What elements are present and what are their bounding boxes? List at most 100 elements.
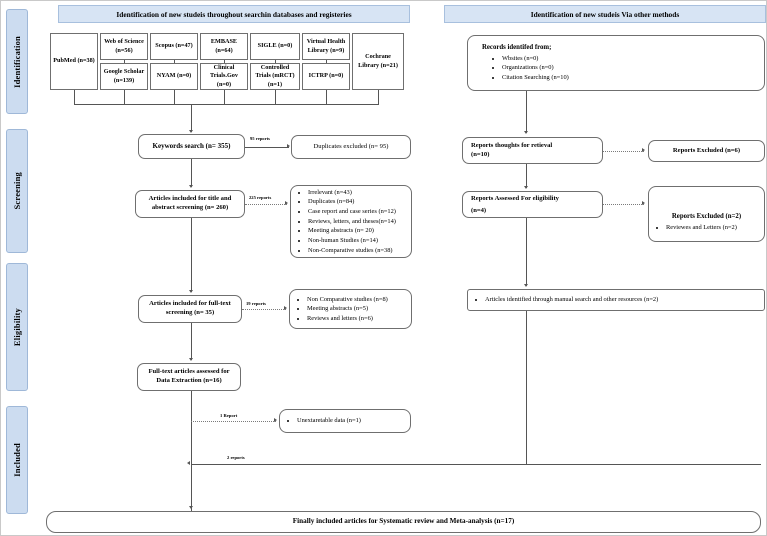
connector-sigle-to-controlled: [275, 60, 276, 63]
arrow-to-retrieval: [524, 131, 528, 134]
arrow-to-keywords: [189, 130, 193, 133]
connector-nyam-down: [174, 90, 175, 104]
banner-databases-registries: Identification of new studeis throughout…: [58, 5, 410, 23]
arrow-to-reports-excluded-6: [642, 148, 645, 152]
box-data-extraction: Full-text articles assessed for Data Ext…: [137, 363, 241, 391]
connector-scopus-to-nyam: [174, 60, 175, 63]
phase-bar-included: Included: [6, 406, 28, 514]
connector-manual-to-trunk: [191, 464, 761, 465]
arrow-to-eligibility-box: [524, 186, 528, 189]
arrow-to-data-extraction: [189, 358, 193, 361]
data-extraction-line-2: Data Extraction (n=16): [156, 377, 222, 384]
edge-label-225-reports: 225 reports: [249, 195, 272, 200]
arrow-to-reports-excluded-2: [642, 201, 645, 205]
box-exclusion-reasons: Irrelevant (n=43) Duplicates (n=84) Case…: [290, 185, 412, 258]
title-abstract-line-2: abstract screening (n= 260): [151, 204, 229, 211]
retrieval-line-2: (n=10): [471, 150, 490, 158]
arrow-to-duplicates: [287, 144, 290, 148]
connector-fulltext-down: [191, 323, 192, 360]
connector-eligibility-down: [526, 218, 527, 286]
connector-ctgov-down: [224, 90, 225, 104]
box-title-abstract-screening: Articles included for title and abstract…: [135, 190, 245, 218]
box-unextractable-data: Unextaretable data (n=1): [279, 409, 411, 433]
arrow-to-fulltext-exclusions: [284, 306, 287, 310]
exclusion-reason-item: Non-Comparative studies (n=38): [308, 246, 405, 256]
arrow-to-final-box: [189, 506, 193, 509]
arrow-to-exclusion-reasons: [285, 201, 288, 205]
exclusion-reason-item: Irrelevant (n=43): [308, 188, 405, 198]
exclusion-reason-item: Meeting abstracts (n= 20): [308, 226, 405, 236]
exclusion-reason-item: Duplicates (n=84): [308, 197, 405, 207]
exclusion-reason-item: Case report and case series (n=12): [308, 207, 405, 217]
fulltext-exclusions-list: Non Comparative studies (n=8) Meeting ab…: [296, 295, 405, 324]
phase-bar-eligibility: Eligibility: [6, 263, 28, 391]
source-box-nyam: NYAM (n=0): [150, 63, 198, 90]
phase-bar-screening: Screening: [6, 129, 28, 253]
connector-manual-search-down: [526, 311, 527, 464]
source-box-google-scholar: Google Scholar (n=139): [100, 63, 148, 90]
connector-records-down: [526, 91, 527, 133]
eligibility-line-2: (n=4): [471, 207, 487, 214]
source-box-clinical-trials-gov: Clinical Trials.Gov (n=0): [200, 63, 248, 90]
phase-label-identification: Identification: [12, 35, 22, 88]
edge-label-95-reports: 95 reports: [250, 136, 270, 141]
source-box-sigle: SIGLE (n=0): [250, 33, 300, 60]
title-abstract-line-1: Articles included for title and: [148, 195, 232, 203]
source-box-virtual-health-library: Virtual Health Library (n=9): [302, 33, 350, 60]
fulltext-exclusion-item: Non Comparative studies (n=8): [307, 295, 405, 305]
connector-vhl-to-ictrp: [326, 60, 327, 63]
box-reports-excluded-6: Reports Excluded (n=6): [648, 140, 765, 162]
source-box-controlled-trials: Controlled Trials (mRCT) (n=1): [250, 63, 300, 90]
exclusion-reason-item: Non-human Studies (n=14): [308, 236, 405, 246]
connector-bus-to-keywords: [191, 104, 192, 132]
source-box-ictrp: ICTRP (n=0): [302, 63, 350, 90]
fulltext-line-1: Articles included for full-text: [149, 300, 231, 308]
box-reports-eligibility: [462, 191, 603, 218]
edge-label-1-report: 1 Report: [220, 413, 238, 418]
records-identified-item: Wbsites (n=0): [502, 54, 758, 64]
exclusion-reason-item: Reviews, letters, and theses(n=14): [308, 217, 405, 227]
records-identified-list: Wbsites (n=0) Organizations (n=0) Citati…: [482, 54, 758, 83]
box-manual-search: Articles identified through manual searc…: [467, 289, 765, 311]
arrow-into-trunk-2-reports: [187, 461, 190, 465]
connector-keywords-to-duplicates: [245, 147, 289, 148]
reports-excluded-2-heading: Reports Excluded (n=2): [671, 213, 742, 221]
connector-title-abstract-to-exclusions: [245, 204, 287, 205]
connector-fulltext-to-exclusions: [242, 309, 286, 310]
unextractable-list: Unextaretable data (n=1): [286, 416, 404, 426]
data-extraction-line-1: Full-text articles assessed for: [148, 368, 230, 376]
connector-data-extraction-down: [191, 391, 192, 516]
connector-retrieval-down: [526, 164, 527, 188]
connector-retrieval-to-excluded6: [603, 151, 644, 152]
phase-label-included: Included: [12, 443, 22, 477]
connector-cochrane-down: [378, 90, 379, 104]
box-fulltext-screening: Articles included for full-text screenin…: [138, 295, 242, 323]
source-box-cochrane-library: Cochrane Library (n=21): [352, 33, 404, 90]
connector-sources-bus: [74, 104, 379, 105]
fulltext-exclusion-item: Meeting abstracts (n=5): [307, 304, 405, 314]
box-reports-retrieval: Reports thoughts for retieval (n=10): [462, 137, 603, 164]
banner-other-methods: Identification of new studeis Via other …: [444, 5, 766, 23]
phase-bar-identification: Identification: [6, 9, 28, 114]
source-box-web-of-science: Web of Science (n=56): [100, 33, 148, 60]
records-identified-heading: Records identifed from;: [482, 43, 552, 51]
arrow-to-title-abstract: [189, 185, 193, 188]
connector-embase-to-ctgov: [224, 60, 225, 63]
box-keywords-search: Keywords search (n= 355): [138, 134, 245, 159]
exclusion-reasons-list: Irrelevant (n=43) Duplicates (n=84) Case…: [297, 188, 405, 255]
box-fulltext-exclusions: Non Comparative studies (n=8) Meeting ab…: [289, 289, 412, 329]
arrow-to-fulltext-screening: [189, 290, 193, 293]
connector-pubmed-down: [74, 90, 75, 104]
records-identified-item: Organizations (n=0): [502, 63, 758, 73]
connector-ictrp-down: [326, 90, 327, 104]
source-box-pubmed: PubMed (n=38): [50, 33, 98, 90]
source-box-scopus: Scopus (n=47): [150, 33, 198, 60]
connector-eligibility-to-excluded2: [603, 204, 644, 205]
connector-title-abstract-down: [191, 218, 192, 292]
edge-label-2-reports: 2 reports: [227, 455, 245, 460]
source-box-embase: EMBASE (n=64): [200, 33, 248, 60]
connector-wos-to-scholar: [124, 60, 125, 63]
connector-controlled-down: [275, 90, 276, 104]
reports-excluded-2-list: Reviewes and Letters (n=2): [655, 223, 758, 233]
